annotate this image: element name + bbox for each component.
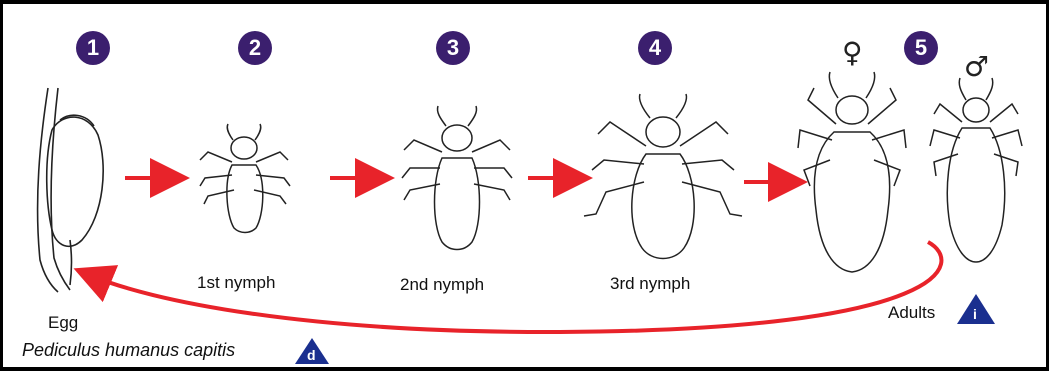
- female-symbol: ♀: [842, 36, 863, 69]
- adult-male-illustration: [930, 78, 1022, 262]
- adult-female-illustration: [798, 72, 906, 272]
- third-nymph-illustration: [584, 94, 742, 259]
- stage-4-badge: 4: [638, 31, 672, 65]
- stage-3-badge: 3: [436, 31, 470, 65]
- egg-label: Egg: [48, 313, 78, 333]
- stage-2-badge: 2: [238, 31, 272, 65]
- species-name: Pediculus humanus capitis: [22, 340, 235, 361]
- species-info-letter: d: [307, 347, 316, 363]
- third-nymph-label: 3rd nymph: [610, 274, 690, 294]
- second-nymph-label: 2nd nymph: [400, 275, 484, 295]
- stage-5-badge: 5: [904, 31, 938, 65]
- first-nymph-label: 1st nymph: [197, 273, 275, 293]
- second-nymph-illustration: [402, 106, 512, 250]
- egg-illustration: [38, 88, 104, 292]
- first-nymph-illustration: [200, 124, 290, 233]
- male-symbol: ♂: [964, 50, 989, 83]
- adults-info-letter: i: [973, 306, 977, 322]
- stage-1-badge: 1: [76, 31, 110, 65]
- adults-label: Adults: [888, 303, 935, 323]
